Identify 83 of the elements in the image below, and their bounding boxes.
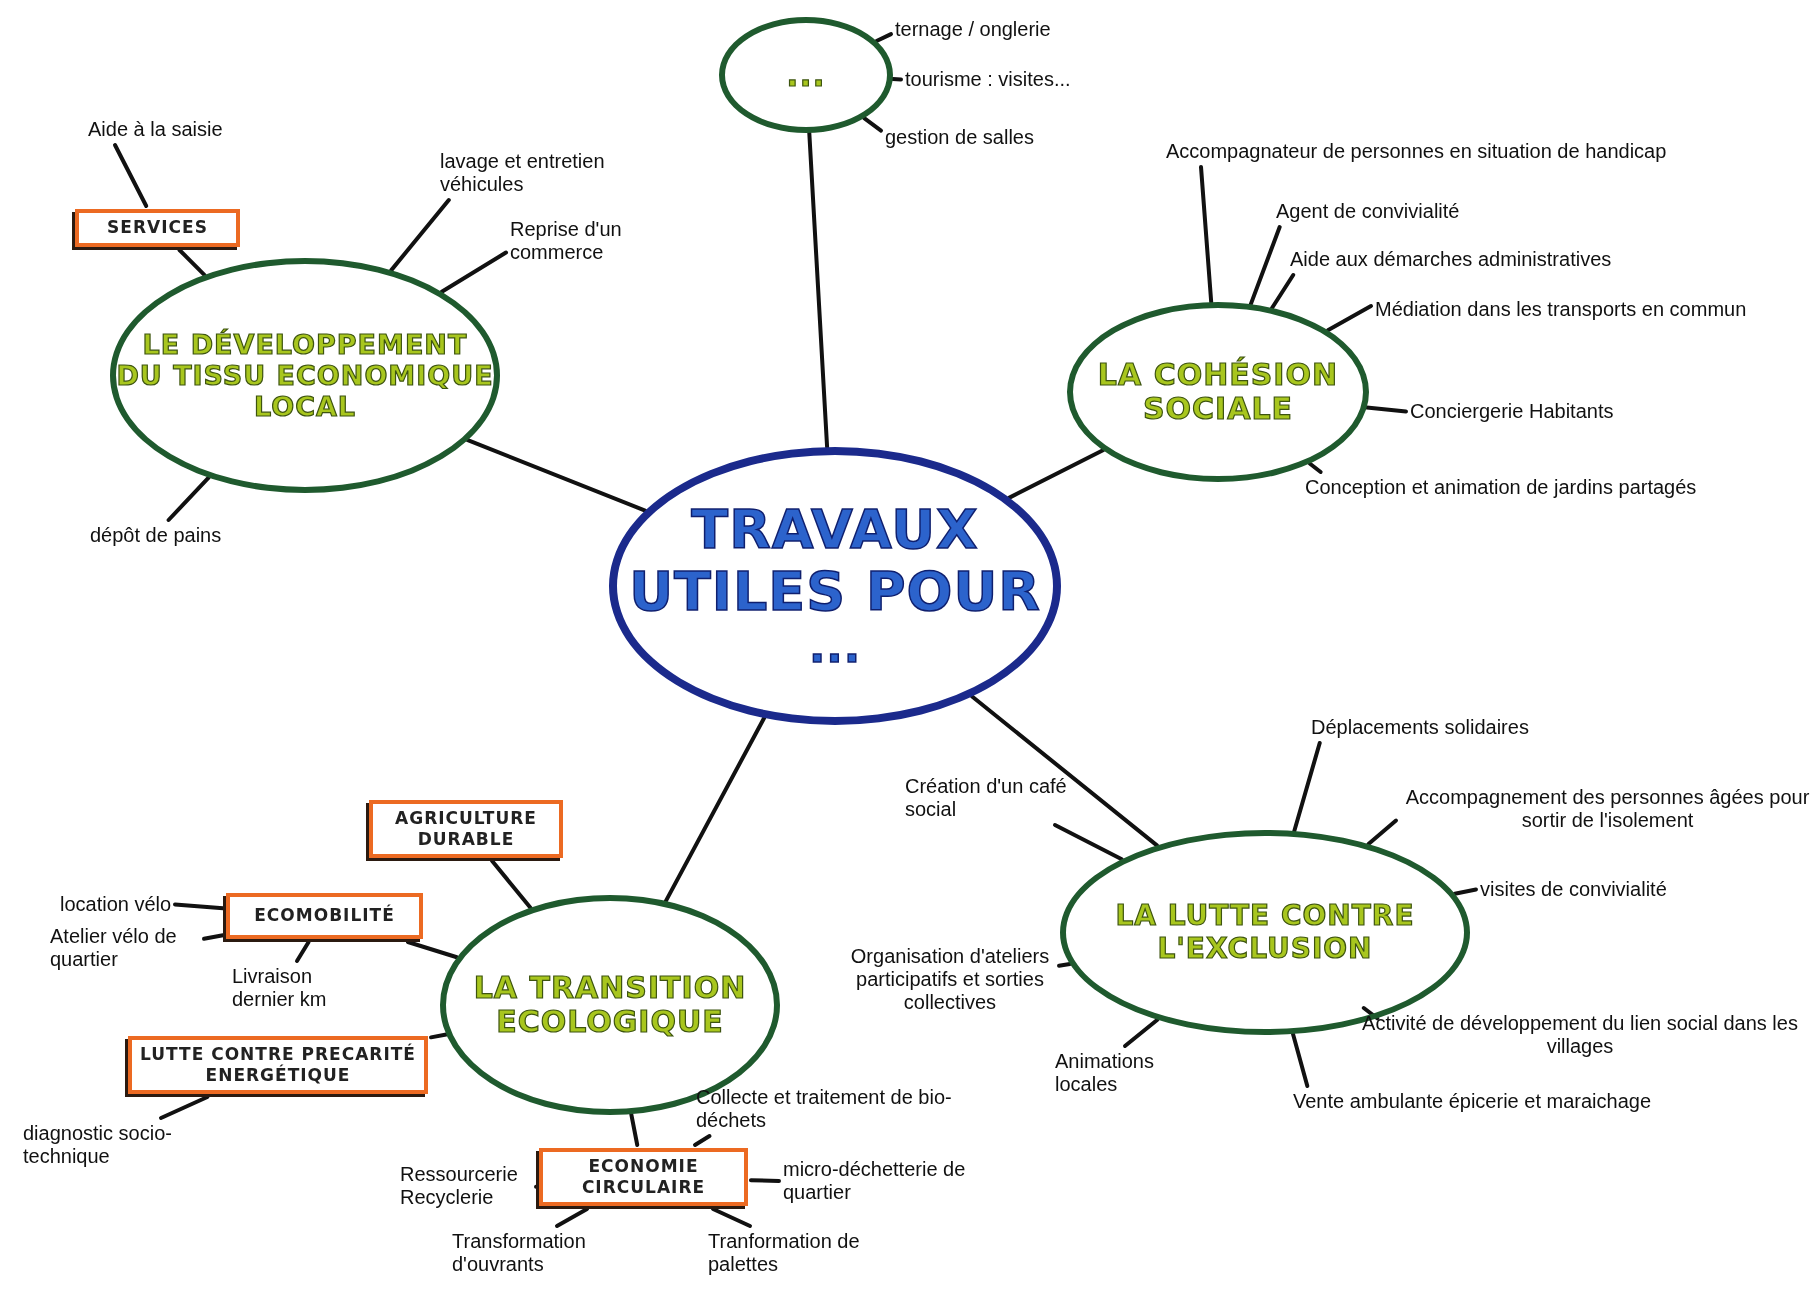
branch-label: Accompagnateur de personnes en situation de handicap [1166, 140, 1667, 163]
connector-line [874, 32, 893, 44]
topic-circle [110, 258, 500, 493]
connector-line [177, 248, 207, 277]
branch-label: Collecte et traitement de bio-déchets [696, 1086, 966, 1132]
connector-line [295, 940, 311, 963]
connector-line [1270, 273, 1296, 310]
branch-label: tourisme : visites... [905, 68, 1071, 91]
branch-label: Conception et animation de jardins partagés [1305, 476, 1697, 499]
connector-line [405, 940, 459, 960]
connector-line [439, 250, 508, 294]
branch-label: Animations locales [1055, 1050, 1195, 1096]
branch-label: Déplacements solidaires [1311, 716, 1529, 739]
connector-line [1292, 741, 1322, 834]
connector-line [465, 438, 648, 513]
connector-line [1307, 461, 1323, 474]
connector-line [749, 1178, 781, 1183]
connector-line [429, 1032, 449, 1040]
central-title: TRAVAUX UTILES POUR [628, 499, 1042, 624]
connector-line [629, 1112, 640, 1147]
connector-line [113, 143, 149, 208]
branch-label: lavage et entretien véhicules [440, 150, 660, 196]
connector-line [1007, 448, 1105, 500]
connector-line [1199, 165, 1214, 305]
connector-line [1361, 1006, 1380, 1021]
branch-label: Vente ambulante épicerie et maraichage [1293, 1090, 1651, 1113]
topic-title: LE DÉVELOPPEMENT DU TISSU ECONOMIQUE LOCAL [116, 328, 494, 423]
connector-line [711, 1207, 752, 1228]
topic-title: LA TRANSITION ECOLOGIQUE [472, 970, 748, 1040]
branch-label: diagnostic socio-technique [23, 1122, 253, 1168]
branch-label: Tranformation de palettes [708, 1230, 918, 1276]
topic-title: LA COHÉSION SOCIALE [1096, 357, 1340, 427]
branch-label: Transformation d'ouvrants [452, 1230, 662, 1276]
branch-label: Organisation d'ateliers participatifs et sorties collectives [845, 945, 1055, 1014]
branch-label: Conciergerie Habitants [1410, 400, 1614, 423]
branch-label: Atelier vélo de quartier [50, 925, 200, 971]
connector-line [1364, 405, 1408, 414]
branch-label: Aide aux démarches administratives [1290, 248, 1612, 271]
connector-line [555, 1207, 589, 1228]
branch-label: micro-déchetterie de quartier [783, 1158, 1013, 1204]
connector-line [1452, 887, 1478, 896]
category-box: ECOMOBILITÉ [226, 893, 423, 939]
connector-line [1366, 818, 1398, 846]
connector-line [1325, 304, 1373, 333]
connector-line [693, 1134, 712, 1147]
connector-line [1053, 823, 1124, 862]
connector-line [490, 859, 533, 910]
branch-label: Reprise d'un commerce [510, 218, 710, 264]
branch-label: visites de convivialité [1480, 878, 1667, 901]
connector-line [1248, 225, 1282, 307]
topic-title: LA LUTTE CONTRE L'EXCLUSION [1114, 900, 1416, 965]
connector-line [1291, 1032, 1310, 1088]
connector-line [807, 130, 830, 450]
category-box: ECONOMIE CIRCULAIRE [539, 1148, 748, 1206]
category-box: SERVICES [75, 209, 240, 247]
connector-line [970, 694, 1159, 848]
branch-label: location vélo [60, 893, 172, 916]
branch-label: dépôt de pains [90, 524, 222, 547]
branch-label: Activité de développement du lien social dans les villages [1345, 1012, 1815, 1058]
branch-label: Création d'un café social [905, 775, 1105, 821]
topic-title: ... [786, 56, 826, 94]
topic-circle [609, 447, 1061, 725]
branch-label: Aide à la saisie [88, 118, 223, 141]
connector-line [389, 198, 451, 273]
connector-line [1057, 961, 1072, 968]
branch-label: Livraison dernier km [232, 965, 362, 1011]
connector-line [173, 902, 225, 911]
central-title: ... [808, 623, 862, 673]
connector-line [159, 1095, 210, 1120]
branch-label: ternage / onglerie [895, 18, 1051, 41]
connector-line [202, 933, 225, 941]
connector-line [890, 77, 903, 82]
category-box: AGRICULTURE DURABLE [369, 800, 563, 858]
connector-line [1123, 1017, 1160, 1048]
branch-label: gestion de salles [885, 126, 1034, 149]
connector-line [862, 116, 883, 133]
branch-label: Accompagnement des personnes âgées pour sortir de l'isolement [1400, 786, 1815, 832]
branch-label: Ressourcerie Recyclerie [400, 1163, 540, 1209]
connector-line [663, 716, 767, 904]
branch-label: Médiation dans les transports en commun [1375, 298, 1747, 321]
connector-line [166, 475, 211, 522]
category-box: LUTTE CONTRE PRECARITÉ ENERGÉTIQUE [128, 1036, 428, 1094]
branch-label: Agent de convivialité [1276, 200, 1460, 223]
